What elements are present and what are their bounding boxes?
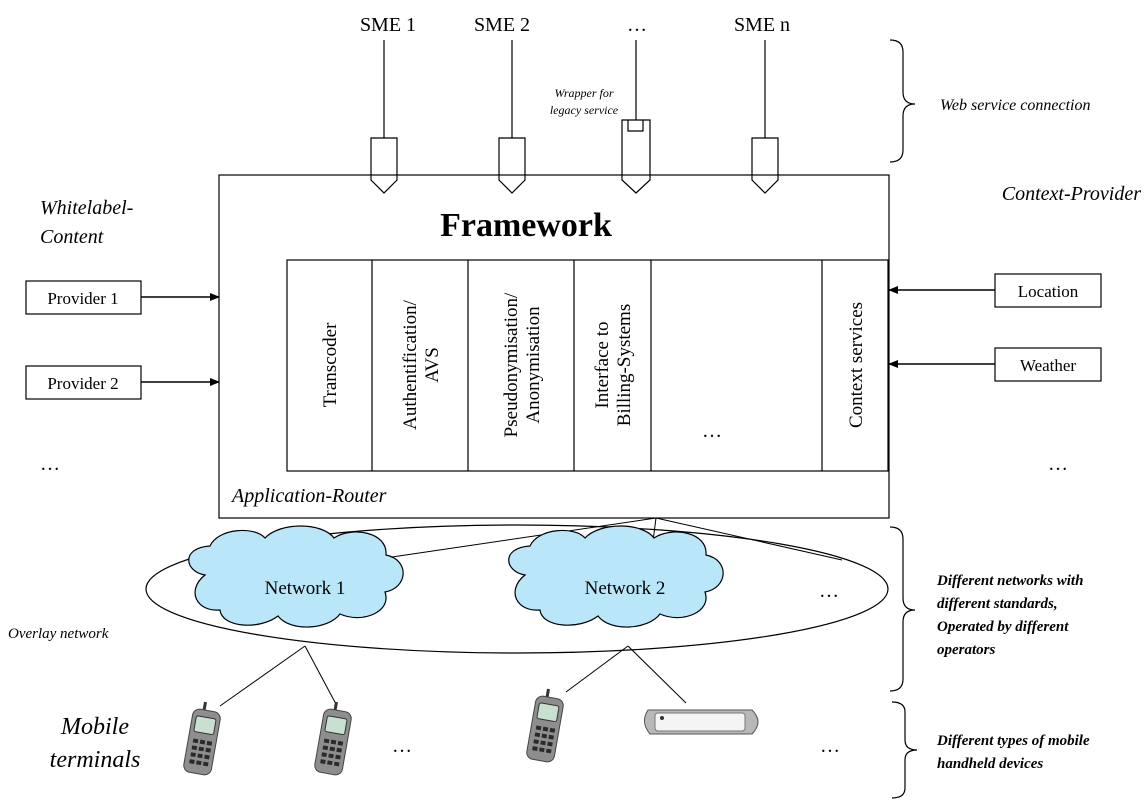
- service-transcoder: Transcoder: [320, 322, 341, 407]
- brace-devices: [891, 701, 918, 799]
- provider-label: Provider 2: [47, 374, 118, 393]
- mobile-terminals-label: Mobile: [60, 714, 129, 740]
- network-terminal-link: [219, 645, 306, 707]
- networks-annotation: operators: [937, 642, 996, 658]
- service-billing-interface: Interface to Billing-Systems: [592, 304, 635, 426]
- devices-annotation: handheld devices: [937, 756, 1043, 772]
- annotation-braces: [889, 39, 918, 799]
- context-providers: Context-Provider Location Weather …: [888, 183, 1141, 475]
- whitelabel-heading: Content: [40, 226, 104, 248]
- context-provider-label: Weather: [1020, 356, 1077, 375]
- cloud-shape: [508, 525, 724, 628]
- sme-layer: SME 1 SME 2 … SME n Wrapper for legacy s…: [360, 14, 790, 194]
- network-label: Network 2: [585, 578, 666, 599]
- sme-label: SME 2: [474, 14, 530, 36]
- network-ellipsis: …: [819, 580, 839, 602]
- services-panel: [286, 259, 889, 472]
- brace-web-service: [889, 39, 916, 163]
- cloud-shape: [188, 525, 404, 628]
- network-terminal-link: [627, 645, 687, 704]
- network-terminal-link: [304, 645, 338, 707]
- web-service-connector-shape: [498, 137, 526, 194]
- framework-box: Framework Application-Router Transcoder …: [218, 174, 890, 519]
- network-terminal-link: [565, 645, 629, 693]
- sme-label: SME n: [734, 14, 790, 36]
- application-router-label: Application-Router: [230, 485, 387, 507]
- wrapper-label: Wrapper for: [554, 86, 613, 100]
- service-authentification: Authentification/ AVS: [400, 299, 443, 430]
- service-label: Pseudonymisation/: [501, 292, 522, 437]
- framework-title: Framework: [440, 207, 612, 244]
- terminal-ellipsis: …: [392, 735, 412, 757]
- service-label: Billing-Systems: [614, 304, 635, 426]
- mobile-phone-icon: [313, 699, 355, 777]
- mobile-phone-icon: [182, 699, 224, 777]
- service-pseudonymisation: Pseudonymisation/ Anonymisation: [501, 292, 544, 437]
- service-label: Anonymisation: [523, 306, 544, 424]
- wrapper-label: legacy service: [550, 103, 619, 117]
- overlay-ellipse: [145, 524, 889, 654]
- provider-label: Provider 1: [47, 289, 118, 308]
- network-label: Network 1: [265, 578, 346, 599]
- mobile-phone-icon: [525, 686, 567, 764]
- provider-ellipsis: …: [40, 453, 60, 475]
- service-label: Authentification/: [400, 299, 421, 430]
- pda-device-icon: [644, 709, 759, 735]
- service-label: Transcoder: [320, 322, 341, 407]
- context-provider-label: Location: [1018, 282, 1079, 301]
- devices-annotation: Different types of mobile: [936, 733, 1090, 749]
- brace-networks: [889, 526, 916, 692]
- networks-annotation: Different networks with: [936, 573, 1083, 589]
- mobile-terminals: Mobile terminals … …: [50, 686, 840, 777]
- overlay-network: Overlay network Network 1 Network 2 …: [8, 517, 889, 707]
- service-ellipsis: …: [702, 420, 722, 442]
- service-label: Interface to: [592, 321, 613, 408]
- service-label: Context services: [846, 302, 867, 428]
- web-service-annotation: Web service connection: [940, 97, 1090, 114]
- overlay-network-label: Overlay network: [8, 626, 109, 642]
- whitelabel-heading: Whitelabel-: [40, 197, 133, 219]
- context-provider-heading: Context-Provider: [1002, 183, 1141, 205]
- provider-box: [25, 280, 142, 315]
- provider-box: [25, 365, 142, 400]
- networks-annotation: Operated by different: [937, 619, 1069, 635]
- mobile-terminals-label: terminals: [50, 747, 141, 773]
- sme-label: …: [627, 14, 647, 36]
- router-network-link: [655, 517, 843, 561]
- framework-border: [218, 174, 890, 519]
- web-service-connector-shape: [370, 137, 398, 194]
- service-context: Context services: [846, 302, 867, 428]
- terminal-ellipsis: …: [820, 735, 840, 757]
- router-network-link: [391, 517, 657, 558]
- context-provider-box: [994, 273, 1102, 308]
- service-label: AVS: [422, 347, 443, 383]
- context-provider-ellipsis: …: [1048, 453, 1068, 475]
- legacy-wrapper-inner-shape: [627, 120, 644, 132]
- web-service-connector-shape: [751, 137, 779, 194]
- sme-label: SME 1: [360, 14, 416, 36]
- whitelabel-content: Whitelabel- Content Provider 1 Provider …: [25, 197, 220, 475]
- networks-annotation: different standards,: [937, 596, 1058, 612]
